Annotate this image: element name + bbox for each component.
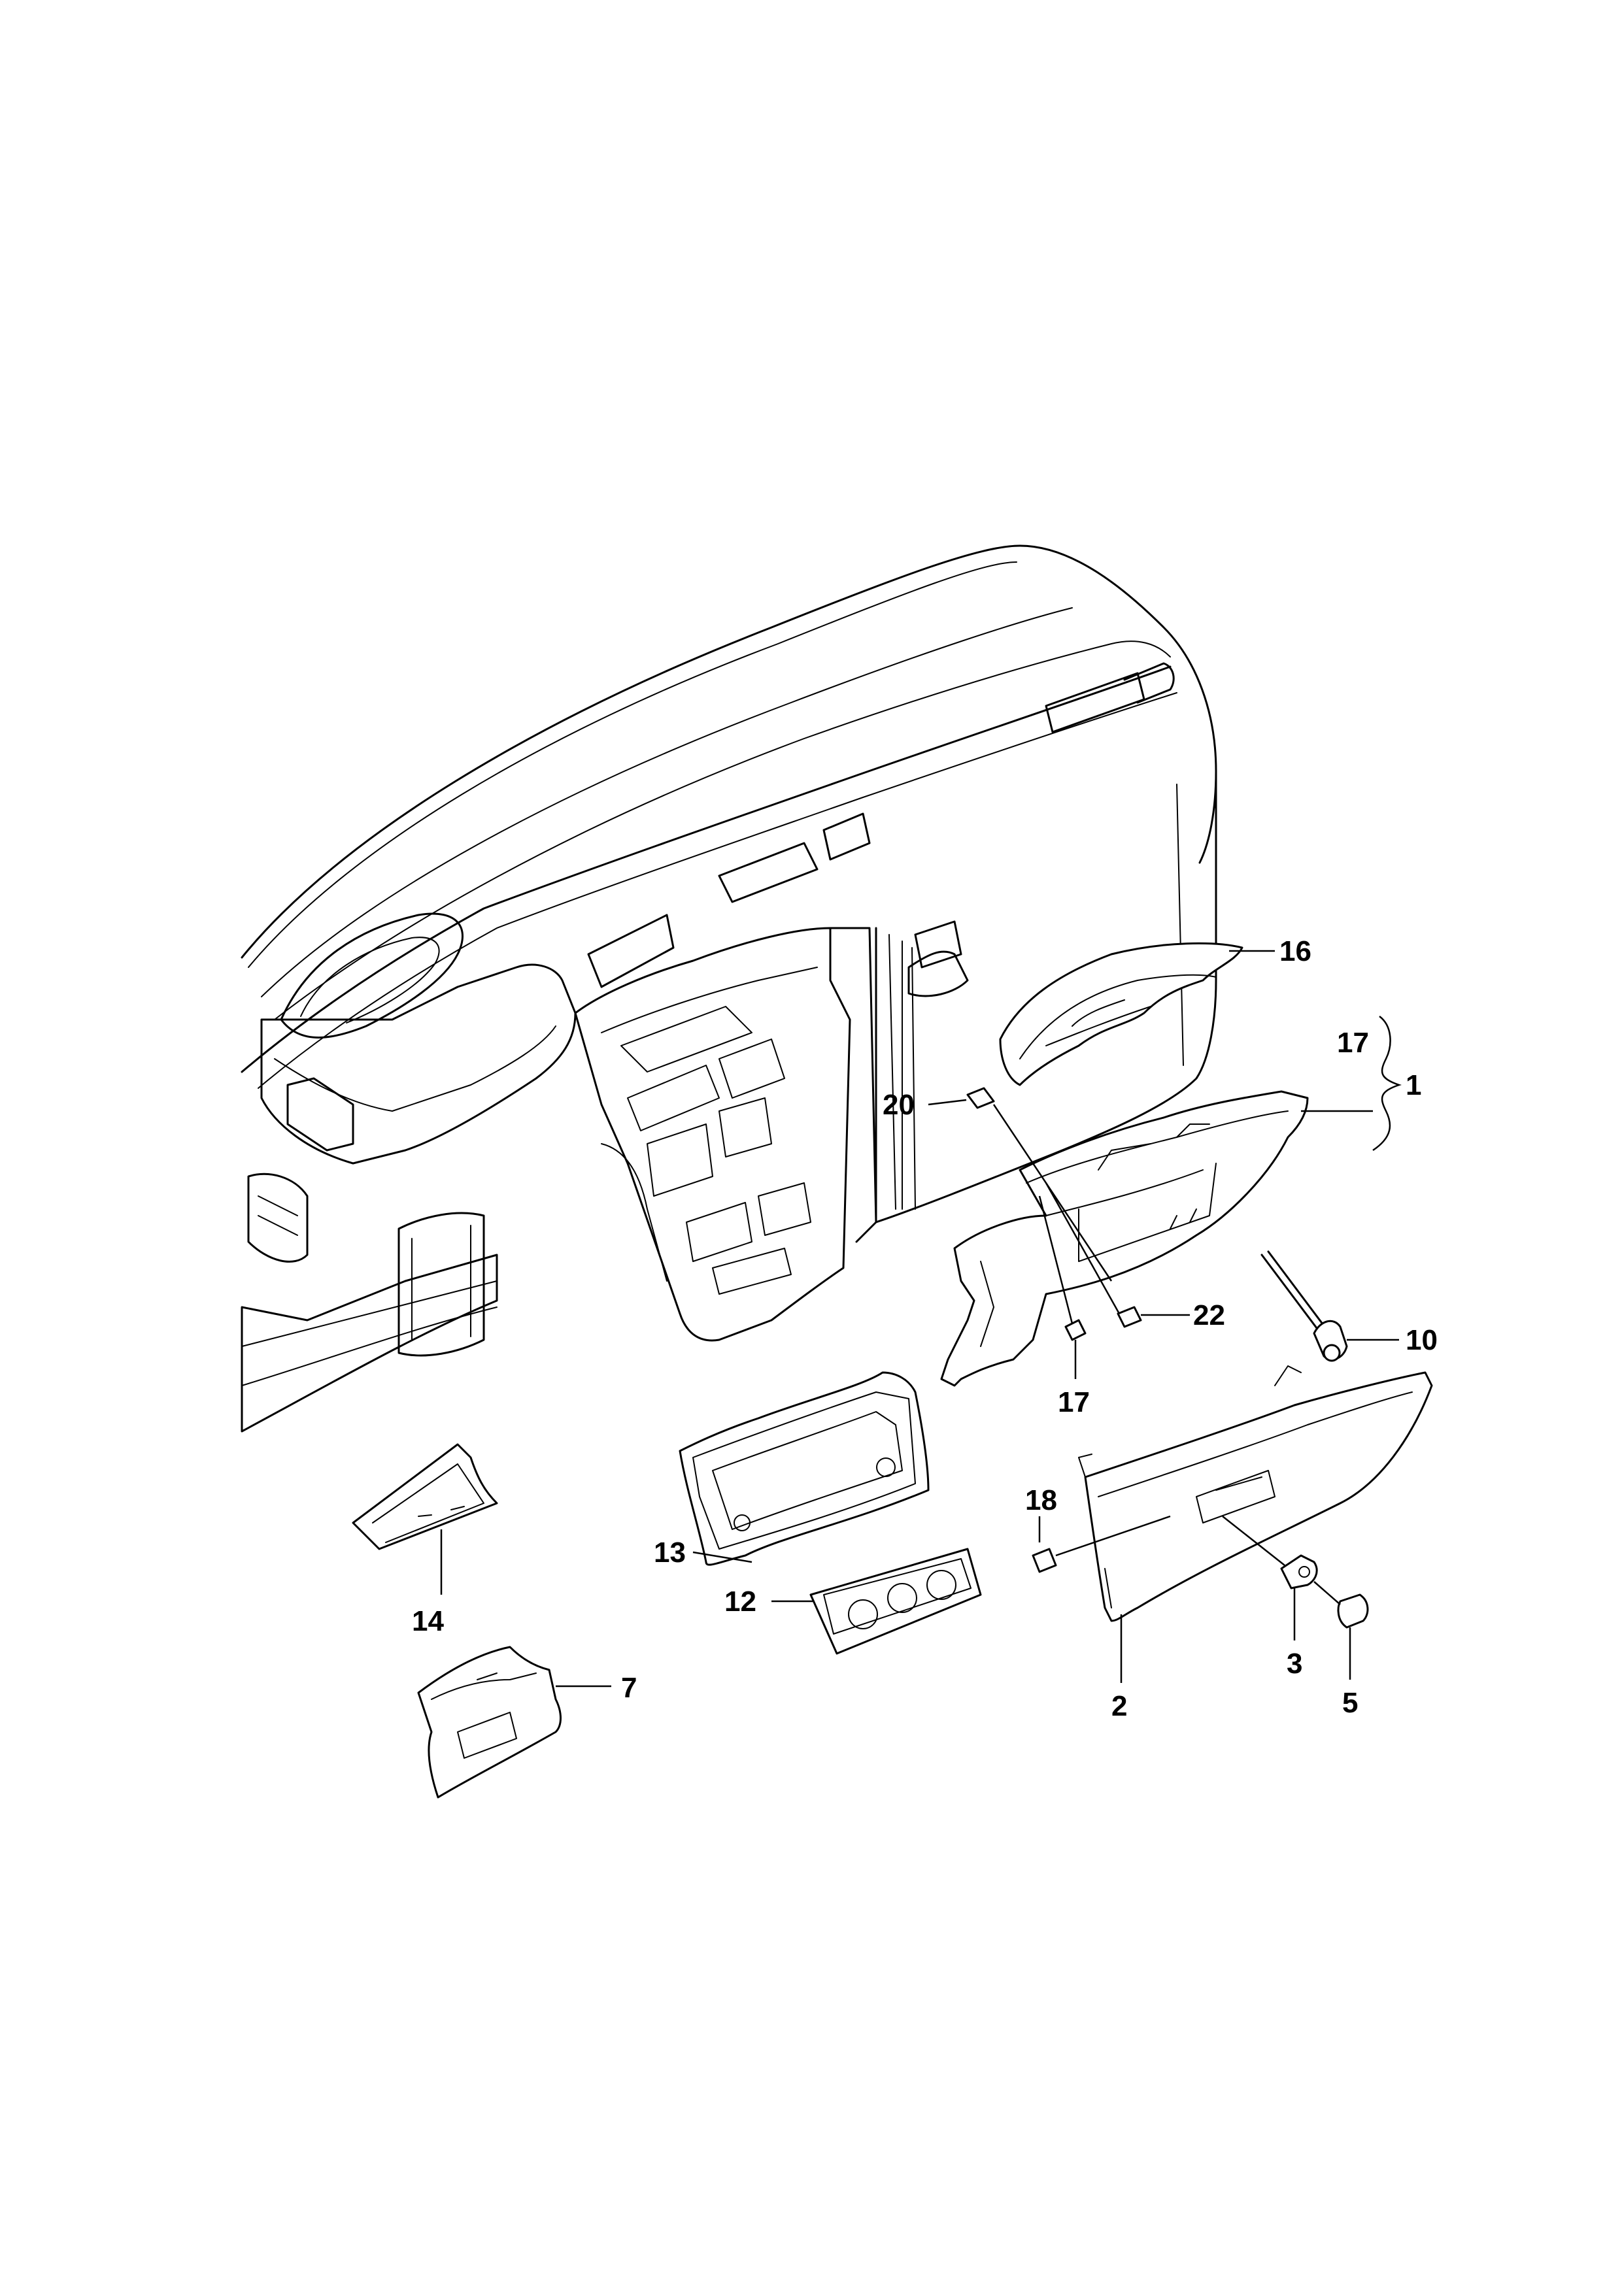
label-part-16: 16 — [1279, 935, 1311, 967]
part-17-screw — [1038, 1195, 1087, 1379]
part-16-upper-trim — [999, 942, 1275, 1086]
label-part-12: 12 — [724, 1586, 756, 1618]
label-part-7: 7 — [621, 1672, 637, 1704]
part-2-glovebox-lid — [1078, 1365, 1433, 1683]
label-part-17-upper: 17 — [1337, 1027, 1369, 1059]
bracket-brace — [1372, 1016, 1402, 1152]
part-10-damper — [1260, 1250, 1399, 1362]
part-5-knob — [1313, 1581, 1369, 1680]
part-7-tray — [417, 1646, 611, 1799]
part-3-latch — [1222, 1516, 1318, 1640]
label-part-22: 22 — [1193, 1299, 1225, 1331]
label-part-13: 13 — [654, 1537, 686, 1569]
part-20-clip — [928, 1087, 1113, 1282]
part-12-control-panel — [771, 1548, 982, 1655]
label-part-20: 20 — [883, 1089, 915, 1121]
label-part-18: 18 — [1025, 1484, 1057, 1516]
label-part-3: 3 — [1287, 1648, 1302, 1680]
label-part-1: 1 — [1406, 1069, 1421, 1101]
part-18-bolt — [1032, 1515, 1171, 1573]
callout-labels: 16 17 1 20 10 22 17 18 13 12 14 7 2 3 5 — [412, 935, 1438, 1722]
dashboard-assembly — [241, 544, 1217, 1433]
label-part-5: 5 — [1342, 1687, 1358, 1719]
label-part-14: 14 — [412, 1605, 444, 1637]
part-14-trim — [352, 1443, 498, 1595]
label-part-17-lower: 17 — [1058, 1386, 1090, 1418]
part-22-screw — [1045, 1182, 1190, 1328]
part-13-frame — [679, 1371, 930, 1566]
label-part-2: 2 — [1111, 1690, 1127, 1722]
label-part-10: 10 — [1406, 1324, 1438, 1356]
part-1-glovebox-housing — [940, 1090, 1373, 1387]
